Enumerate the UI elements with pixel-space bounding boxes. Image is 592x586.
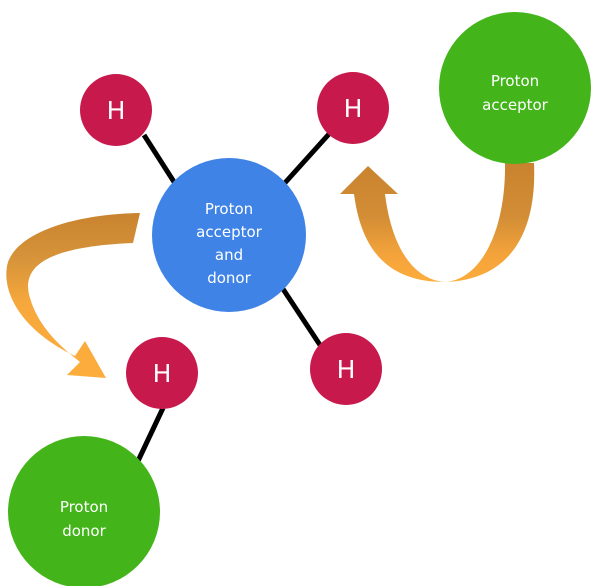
center-label-line-1: Proton	[205, 200, 253, 218]
bond-donor-h	[135, 406, 166, 463]
center-label-line-4: donor	[207, 269, 251, 287]
donor-label-line-2: donor	[62, 522, 106, 540]
hydrogen-atom-donor: H	[126, 337, 198, 409]
hydrogen-label: H	[337, 355, 356, 384]
acceptor-curved-arrow	[340, 163, 535, 282]
bond-center-top-right	[281, 132, 331, 187]
proton-acceptor-node: Proton acceptor	[439, 12, 591, 164]
center-node: Proton acceptor and donor	[152, 158, 306, 312]
donor-curved-arrow	[6, 213, 140, 378]
center-label-line-2: acceptor	[196, 223, 262, 241]
bond-center-top-left	[141, 133, 179, 187]
bond-center-bottom-right	[280, 287, 323, 347]
acceptor-label-line-2: acceptor	[482, 96, 548, 114]
donor-label-line-1: Proton	[60, 498, 108, 516]
center-label-line-3: and	[215, 246, 243, 264]
proton-donor-node: Proton donor	[8, 436, 160, 586]
hydrogen-atom-top-left: H	[80, 74, 152, 146]
acceptor-label-line-1: Proton	[491, 72, 539, 90]
hydrogen-atom-bottom-right: H	[310, 333, 382, 405]
hydrogen-label: H	[107, 96, 126, 125]
hydrogen-atom-top-right: H	[317, 72, 389, 144]
hydrogen-label: H	[153, 359, 172, 388]
hydrogen-label: H	[344, 94, 363, 123]
